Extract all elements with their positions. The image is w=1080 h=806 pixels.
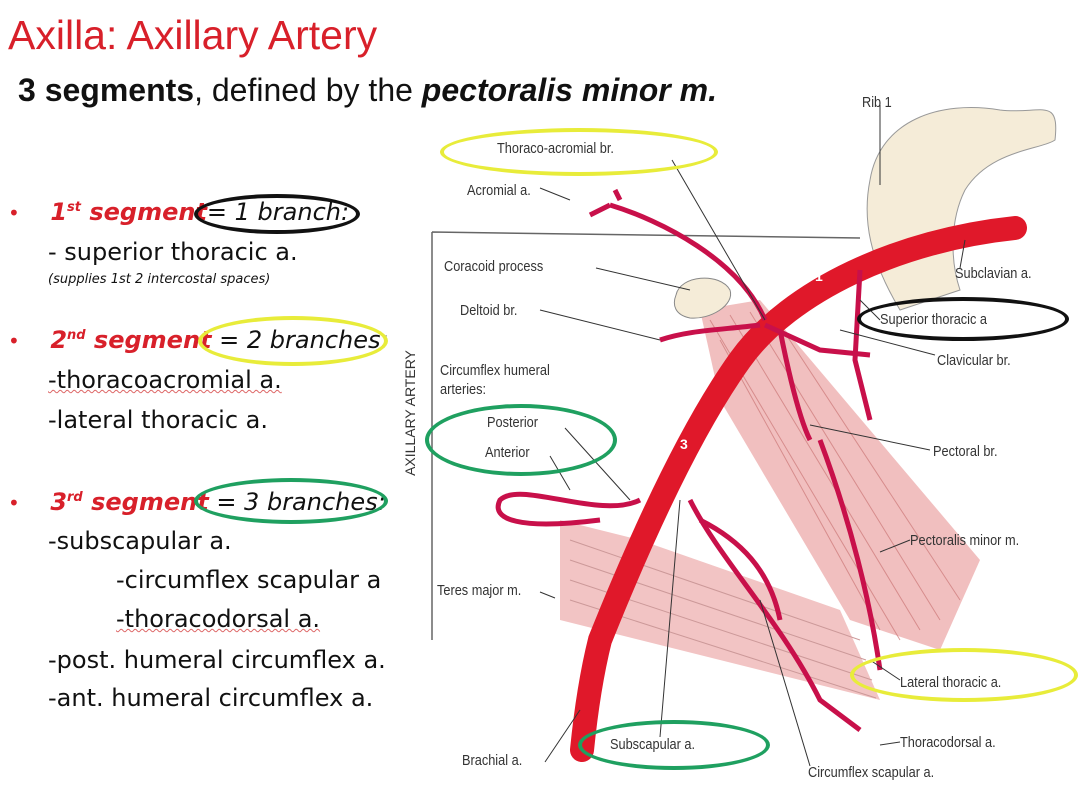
label-teres-major: Teres major m. [437,582,522,599]
segment-2-item: -lateral thoracic a. [48,406,268,434]
segment-3-item: -post. humeral circumflex a. [48,646,386,674]
label-thoraco-acromial: Thoraco-acromial br. [497,140,614,157]
label-rib-1: Rib 1 [862,94,892,111]
label-subclavian: Subclavian a. [955,265,1032,282]
segment-1-marker: 1 [815,268,823,284]
segment-1-note: (supplies 1st 2 intercostal spaces) [48,272,271,287]
label-subscapular: Subscapular a. [610,736,696,753]
label-superior-thoracic: Superior thoracic a [880,311,988,328]
yellow-circle-annotation [850,648,1078,702]
label-anterior: Anterior [485,444,530,461]
segment-1-item: - superior thoracic a. [48,238,298,266]
label-brachial: Brachial a. [462,752,523,769]
segment-3-item: -thoracodorsal a. [116,605,321,633]
green-circle-annotation [425,404,617,476]
label-circumflex-humeral-2: arteries: [440,381,487,398]
label-circumflex-humeral: Circumflex humeral [440,362,550,379]
label-deltoid: Deltoid br. [460,302,518,319]
subtitle-italic: pectoralis minor m. [421,72,717,108]
pectoralis-minor-muscle [700,300,980,650]
label-pectoralis-minor: Pectoralis minor m. [910,532,1020,549]
subtitle-bold: 3 segments [18,72,195,108]
label-coracoid: Coracoid process [444,258,544,275]
label-circumflex-scapular: Circumflex scapular a. [808,764,935,781]
green-circle-annotation [194,478,388,524]
segment-3-item: -ant. humeral circumflex a. [48,684,374,712]
segment-3-item: -circumflex scapular a [116,566,382,594]
slide-title: Axilla: Axillary Artery [8,12,378,58]
label-acromial: Acromial a. [467,182,531,199]
yellow-circle-annotation [440,128,718,176]
black-circle-annotation [857,297,1069,341]
label-clavicular: Clavicular br. [937,352,1011,369]
artery-branches [495,188,883,732]
label-axillary-artery: AXILLARY ARTERY [402,350,418,476]
segment-2-item: -thoracoacromial a. [48,366,282,394]
label-pectoral: Pectoral br. [933,443,998,460]
subtitle-plain: , defined by the [194,72,422,108]
yellow-circle-annotation [198,316,388,366]
black-circle-annotation [194,194,360,234]
green-circle-annotation [578,720,770,770]
label-lateral-thoracic: Lateral thoracic a. [900,674,1002,691]
label-thoracodorsal: Thoracodorsal a. [900,734,996,751]
label-posterior: Posterior [487,414,539,431]
axillary-artery [570,216,1027,762]
slide-subtitle: 3 segments, defined by the pectoralis mi… [18,72,717,109]
segment-3-item: -subscapular a. [48,527,232,555]
coracoid-process [673,277,732,319]
segment-3-marker: 3 [680,436,688,452]
